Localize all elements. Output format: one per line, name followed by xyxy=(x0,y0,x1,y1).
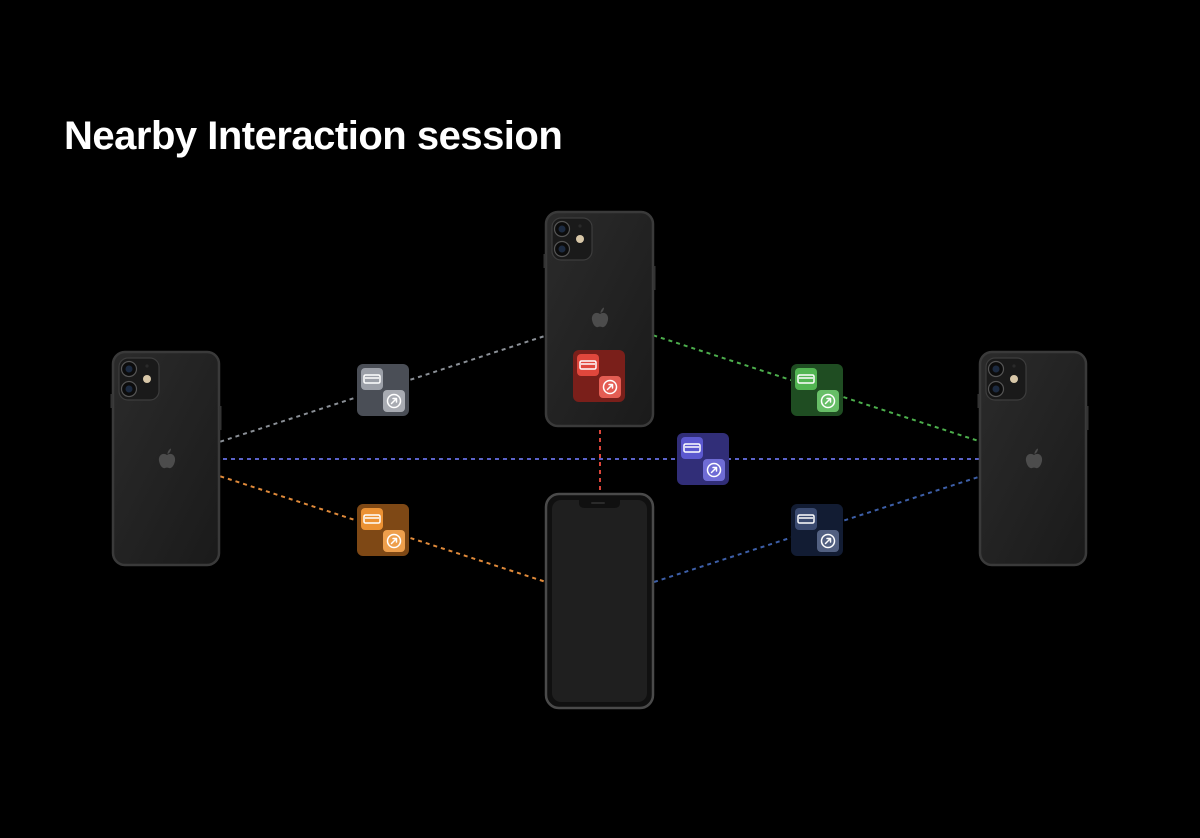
slide-title: Nearby Interaction session xyxy=(64,114,563,158)
share-circle xyxy=(386,393,402,409)
camera-mic xyxy=(145,364,149,368)
phone-screen xyxy=(552,500,647,702)
camera-mic xyxy=(578,224,582,228)
token-card-icon xyxy=(683,443,701,453)
share-circle xyxy=(820,533,836,549)
bottom-phone xyxy=(544,492,655,710)
session-badge-left-top xyxy=(357,364,409,416)
left-phone xyxy=(110,350,222,567)
session-token-icon xyxy=(361,368,383,390)
session-badge-left-bottom xyxy=(357,504,409,556)
side-button xyxy=(653,266,656,290)
token-card-icon xyxy=(797,514,815,524)
link-bottom-right xyxy=(653,458,1035,583)
apple-logo-icon xyxy=(591,307,609,328)
link-left-bottom xyxy=(166,458,547,583)
camera-lens-glass xyxy=(992,385,1000,393)
share-arrow-icon xyxy=(824,537,832,545)
side-button xyxy=(977,394,980,408)
side-button xyxy=(543,254,546,268)
session-badge-left-right xyxy=(677,433,729,485)
share-circle xyxy=(820,393,836,409)
session-badge-bottom-right xyxy=(791,504,843,556)
share-circle xyxy=(706,462,722,478)
side-button xyxy=(1086,406,1089,430)
session-token-icon xyxy=(795,368,817,390)
session-badges-layer xyxy=(357,350,843,556)
side-button xyxy=(110,394,113,408)
session-token-icon xyxy=(361,508,383,530)
apple-logo-icon xyxy=(1025,448,1043,469)
side-button xyxy=(219,406,222,430)
session-token-icon xyxy=(577,354,599,376)
share-arrow-icon xyxy=(606,383,614,391)
share-circle xyxy=(602,379,618,395)
session-token-icon xyxy=(795,508,817,530)
token-card-icon xyxy=(797,374,815,384)
right-phone xyxy=(977,350,1089,567)
share-arrow-icon xyxy=(824,397,832,405)
camera-lens-glass xyxy=(558,245,566,253)
session-token-icon xyxy=(681,437,703,459)
share-circle xyxy=(386,533,402,549)
camera-flash xyxy=(1010,375,1018,383)
camera-lens-glass xyxy=(125,385,133,393)
camera-flash xyxy=(576,235,584,243)
share-arrow-icon xyxy=(710,466,718,474)
share-arrow-icon xyxy=(390,537,398,545)
camera-flash xyxy=(143,375,151,383)
camera-lens-glass xyxy=(992,365,1000,373)
devices-layer xyxy=(110,210,1089,710)
top-phone xyxy=(543,210,656,428)
token-card-icon xyxy=(363,514,381,524)
camera-mic xyxy=(1012,364,1016,368)
speaker-grille xyxy=(591,502,605,504)
token-card-icon xyxy=(579,360,597,370)
share-arrow-icon xyxy=(390,397,398,405)
session-badge-top-bottom xyxy=(573,350,625,402)
camera-lens-glass xyxy=(558,225,566,233)
token-card-icon xyxy=(363,374,381,384)
camera-lens-glass xyxy=(125,365,133,373)
apple-logo-icon xyxy=(158,448,176,469)
session-badge-top-right xyxy=(791,364,843,416)
